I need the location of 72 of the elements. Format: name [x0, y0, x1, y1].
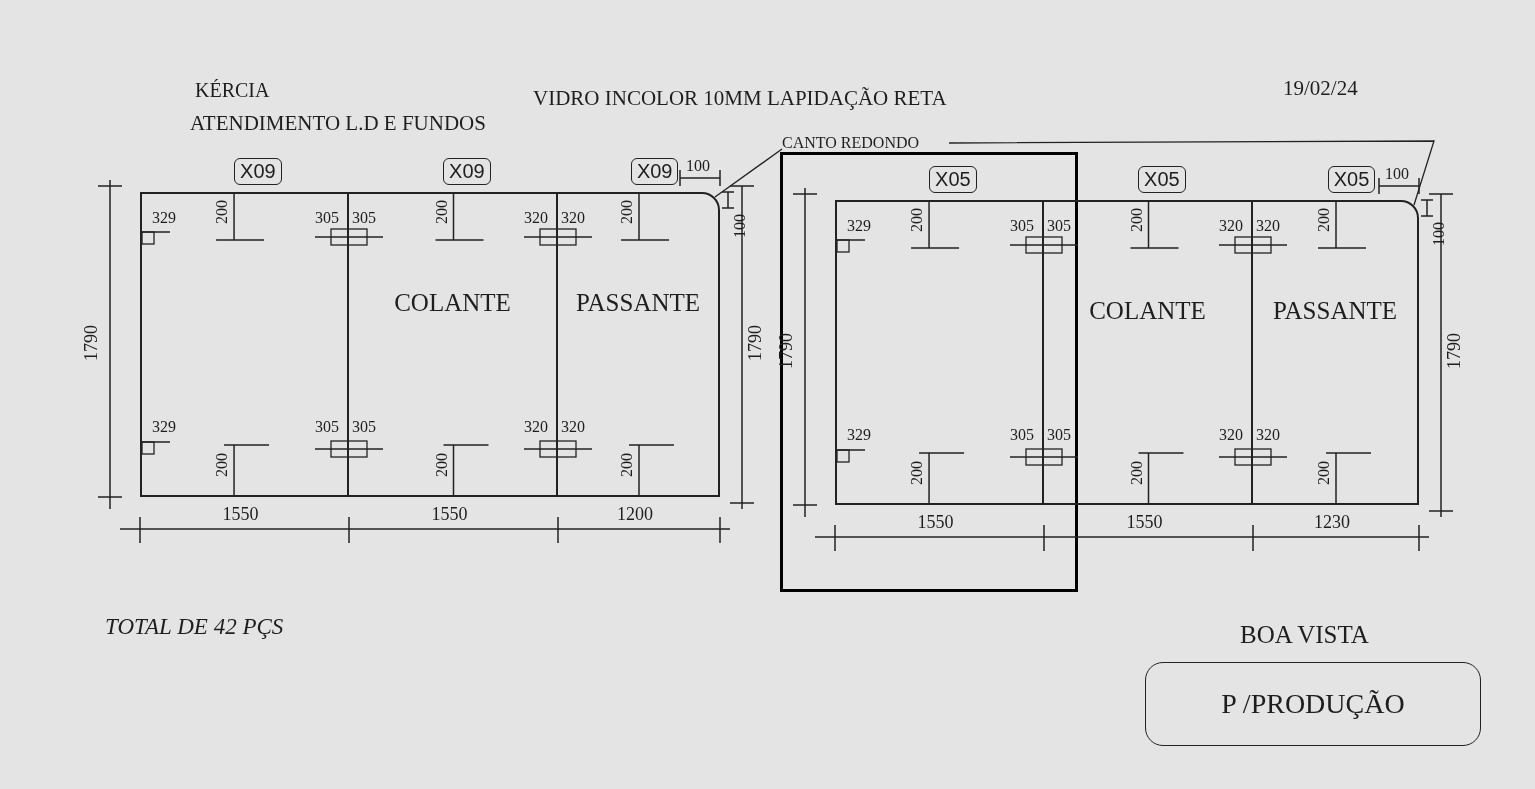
quantity-tag: X05: [929, 166, 977, 193]
dimension-label: 100: [732, 214, 748, 238]
pane-label: PASSANTE: [574, 289, 702, 317]
dimension-label: 320: [1219, 427, 1243, 443]
leader-line: [714, 148, 783, 198]
quantity-tag: X09: [630, 158, 679, 185]
dimension-label: 329: [847, 427, 871, 443]
dimension-label: 200: [1128, 208, 1145, 232]
dimension-label: 320: [524, 419, 548, 435]
dimension-label: 200: [619, 200, 635, 224]
dimension-label: 200: [1128, 461, 1145, 485]
client-name: KÉRCIA: [195, 80, 270, 100]
total-note: TOTAL DE 42 PÇS: [105, 615, 284, 638]
date: 19/02/24: [1283, 78, 1358, 99]
quantity-tag: X05: [1138, 166, 1186, 193]
dimension-label: 305: [315, 210, 339, 226]
dimension-label: 200: [214, 453, 231, 477]
quantity-tag: X05: [1327, 166, 1376, 193]
dimension-label: 200: [1316, 208, 1332, 232]
glass-pane: [835, 200, 1044, 505]
quantity-tag: X09: [443, 158, 491, 185]
glass-pane: [347, 192, 558, 497]
pane-label: COLANTE: [1088, 297, 1207, 325]
dimension-label: 1790: [746, 324, 764, 361]
glass-pane: [1251, 200, 1419, 505]
dimension-label: 1230: [1314, 513, 1350, 531]
dimension-label: 1790: [1445, 332, 1463, 369]
pane-label: COLANTE: [393, 289, 512, 317]
dimension-label: 200: [909, 461, 926, 485]
dimension-label: 320: [561, 419, 585, 435]
dimension-label: 1200: [617, 505, 653, 523]
location-note: BOA VISTA: [1240, 622, 1369, 647]
dimension-label: 305: [352, 210, 376, 226]
dimension-label: 200: [1316, 461, 1332, 485]
quantity-tag: X09: [234, 158, 282, 185]
glass-pane: [556, 192, 720, 497]
dimension-label: 305: [1047, 427, 1071, 443]
dimension-label: 305: [1047, 218, 1071, 234]
dimension-label: 320: [1219, 218, 1243, 234]
dimension-label: 320: [1256, 427, 1280, 443]
dimension-label: 329: [847, 218, 871, 234]
dimension-label: 320: [561, 210, 585, 226]
dimension-label: 305: [1010, 427, 1034, 443]
dimension-label: 200: [214, 200, 231, 224]
dimension-label: 1550: [431, 505, 468, 523]
dimension-label: 1550: [222, 505, 259, 523]
pane-label: PASSANTE: [1271, 297, 1399, 325]
dimension-label: 329: [152, 210, 176, 226]
dimension-label: 1550: [917, 513, 954, 531]
dimension-label: 305: [352, 419, 376, 435]
dimension-label: 200: [433, 453, 450, 477]
dimension-label: 305: [1010, 218, 1034, 234]
glass-pane: [1042, 200, 1253, 505]
dimension-label: 320: [1256, 218, 1280, 234]
dimension-label: 100: [1431, 222, 1447, 246]
dimension-label: 1550: [1126, 513, 1163, 531]
leader-line: [948, 140, 1435, 206]
dimension-label: 1790: [777, 332, 795, 369]
callout-label: CANTO REDONDO: [782, 135, 920, 151]
dimension-label: 1790: [82, 324, 100, 361]
dimension-label: 329: [152, 419, 176, 435]
dimension-label: 305: [315, 419, 339, 435]
dimension-label: 100: [1385, 166, 1409, 182]
service-note: ATENDIMENTO L.D E FUNDOS: [190, 113, 486, 134]
dimension-label: 200: [619, 453, 635, 477]
title: VIDRO INCOLOR 10MM LAPIDAÇÃO RETA: [533, 88, 947, 109]
dimension-label: 200: [433, 200, 450, 224]
dimension-label: 100: [686, 158, 710, 174]
dimension-label: 200: [909, 208, 926, 232]
dimension-label: 320: [524, 210, 548, 226]
production-box: P /PRODUÇÃO: [1145, 662, 1481, 746]
glass-pane: [140, 192, 349, 497]
